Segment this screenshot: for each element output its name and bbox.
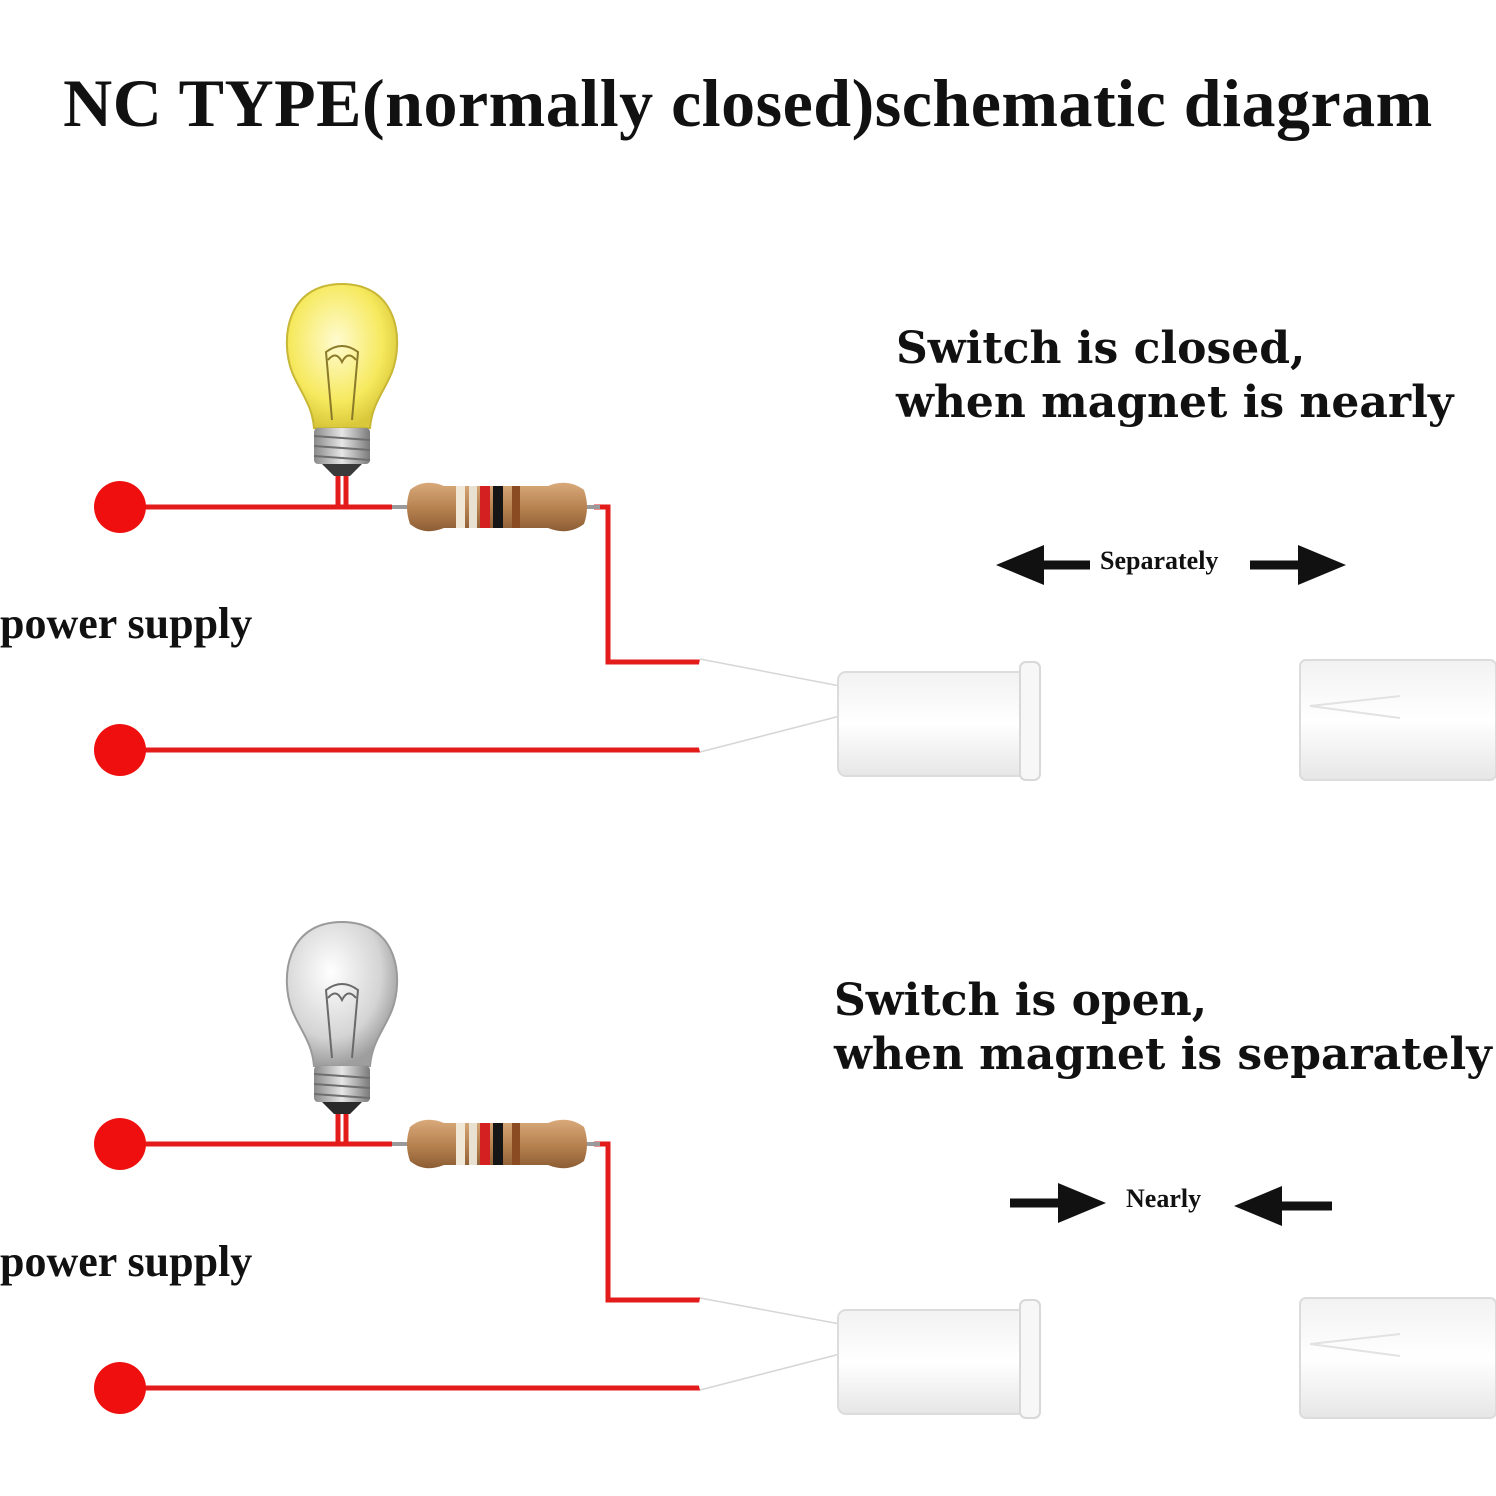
bottom-terminal-positive bbox=[94, 1118, 146, 1170]
top-caption: Switch is closed, when magnet is nearly bbox=[896, 322, 1453, 430]
top-separate-arrows bbox=[996, 545, 1346, 585]
bottom-caption: Switch is open, when magnet is separatel… bbox=[834, 974, 1492, 1082]
left-arrowhead-icon bbox=[996, 545, 1044, 585]
top-resistor-icon bbox=[392, 482, 600, 532]
diagram-title: NC TYPE(normally closed)schematic diagra… bbox=[63, 65, 1433, 141]
top-caption-line2: when magnet is nearly bbox=[896, 377, 1454, 428]
top-circuit bbox=[94, 282, 1496, 781]
separately-label: Separately bbox=[1100, 546, 1219, 575]
bottom-resistor-icon bbox=[392, 1119, 600, 1169]
bottom-wire-to-sensor bbox=[594, 1141, 700, 1303]
bottom-power-supply-label: power supply bbox=[0, 1237, 253, 1286]
top-wires bbox=[120, 470, 700, 753]
right-arrowhead-icon bbox=[1298, 545, 1346, 585]
top-caption-line1: Switch is closed, bbox=[896, 323, 1306, 374]
bottom-near-arrows bbox=[1010, 1183, 1332, 1226]
right-pointing-arrowhead-icon bbox=[1058, 1183, 1106, 1223]
bottom-caption-line2: when magnet is separately bbox=[834, 1029, 1492, 1080]
bottom-circuit bbox=[94, 920, 1496, 1419]
bottom-reed-switch-icon bbox=[698, 1292, 1041, 1419]
top-reed-switch-icon bbox=[698, 653, 1041, 781]
bottom-terminal-negative bbox=[94, 1362, 146, 1414]
left-pointing-arrowhead-icon bbox=[1234, 1186, 1282, 1226]
bottom-magnet-icon bbox=[1299, 1297, 1496, 1419]
top-magnet-icon bbox=[1299, 659, 1496, 781]
nearly-label: Nearly bbox=[1126, 1184, 1202, 1213]
top-terminal-negative bbox=[94, 724, 146, 776]
top-power-supply-label: power supply bbox=[0, 599, 253, 648]
unlit-bulb-icon bbox=[285, 920, 399, 1114]
bottom-caption-line1: Switch is open, bbox=[834, 975, 1208, 1026]
top-wire-to-sensor bbox=[594, 504, 700, 665]
top-terminal-positive bbox=[94, 481, 146, 533]
lit-bulb-icon bbox=[285, 282, 399, 476]
